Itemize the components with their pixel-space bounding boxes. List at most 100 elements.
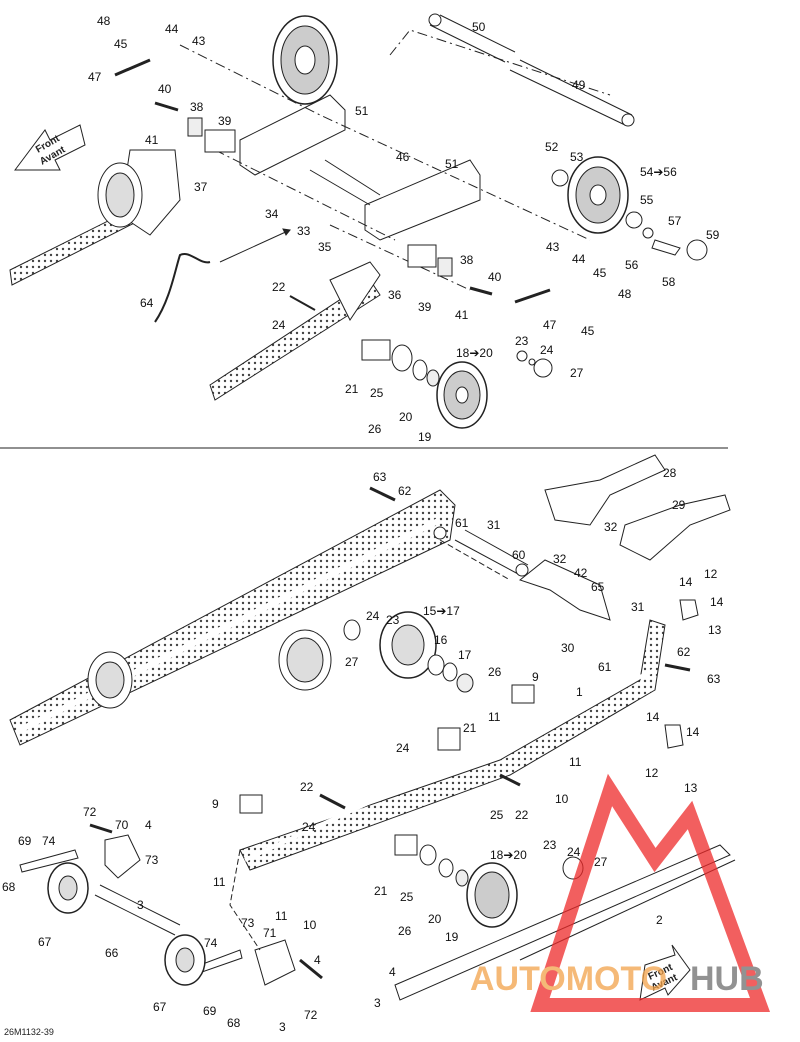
- front-arrow-bottom: Front Avant: [639, 944, 691, 1001]
- callout-d19: 19: [445, 930, 459, 944]
- callout-d60: 60: [512, 548, 526, 562]
- top-tube-33: [309, 159, 381, 206]
- svg-text:AUTOMOTO: AUTOMOTO: [470, 960, 667, 998]
- callout-c45a: 45: [114, 37, 128, 51]
- top-center-bracket: [364, 159, 481, 241]
- callout-d69b: 69: [203, 1004, 217, 1018]
- callout-c48a: 48: [97, 14, 111, 28]
- arm-74: [19, 849, 79, 873]
- bracket-29: [619, 494, 731, 561]
- callout-c21a: 21: [345, 382, 359, 396]
- callout-c41b: 41: [455, 308, 469, 322]
- shaft-66: [94, 884, 181, 936]
- callout-c22a: 22: [272, 280, 286, 294]
- block-36: [407, 244, 437, 268]
- bottom-mid-wheel: [278, 629, 332, 691]
- callout-d62b: 62: [677, 645, 691, 659]
- callout-c44b: 44: [572, 252, 586, 266]
- callout-c18a: 18➔20: [456, 346, 493, 360]
- callout-c59: 59: [706, 228, 720, 242]
- callout-c45b: 45: [593, 266, 607, 280]
- watermark-triangle: [530, 773, 771, 1012]
- callout-d11b: 11: [569, 755, 582, 769]
- bracket-71: [254, 939, 296, 986]
- callout-c25a: 25: [370, 386, 384, 400]
- callout-d21b: 21: [374, 884, 388, 898]
- callout-c40a: 40: [158, 82, 172, 96]
- callout-c46: 46: [396, 150, 410, 164]
- callout-c53: 53: [570, 150, 584, 164]
- callout-d62a: 62: [398, 484, 412, 498]
- callout-d14c: 14: [646, 710, 660, 724]
- callout-c26a: 26: [368, 422, 382, 436]
- callout-d65: 65: [591, 580, 605, 594]
- wheel-67-a: [47, 862, 89, 914]
- callout-d72b: 72: [304, 1008, 318, 1022]
- callout-d24d: 24: [567, 845, 581, 859]
- crossbar-30: [518, 559, 611, 621]
- figure-code: 26M1132-39: [4, 1027, 54, 1037]
- callout-c38a: 38: [190, 100, 204, 114]
- callout-d32a: 32: [604, 520, 618, 534]
- callout-c51b: 51: [445, 157, 459, 171]
- callout-d32b: 32: [553, 552, 567, 566]
- callout-d25a: 25: [490, 808, 504, 822]
- callout-d22b: 22: [300, 780, 314, 794]
- callout-d73a: 73: [145, 853, 159, 867]
- top-right-wheel: [567, 156, 629, 234]
- callout-c19a: 19: [418, 430, 432, 444]
- callout-d12a: 12: [704, 567, 718, 581]
- top-left-wheel: [97, 162, 143, 228]
- callout-d63a: 63: [373, 470, 387, 484]
- callout-c38b: 38: [460, 253, 474, 267]
- callout-d22a: 22: [515, 808, 529, 822]
- callout-d24a: 24: [366, 609, 380, 623]
- callout-c43b: 43: [546, 240, 560, 254]
- callout-d4b: 4: [314, 953, 321, 967]
- callout-c41a: 41: [145, 133, 159, 147]
- top-bottom-wheel: [436, 361, 488, 429]
- callout-d61b: 61: [598, 660, 612, 674]
- callout-d42: 42: [574, 566, 588, 580]
- callout-d11d: 11: [275, 909, 288, 923]
- callout-d70: 70: [115, 818, 129, 832]
- callout-d16: 16: [434, 633, 448, 647]
- wheel-18-20: [466, 862, 518, 928]
- callout-d61a: 61: [455, 516, 469, 530]
- callout-c23a: 23: [515, 334, 529, 348]
- bracket-28: [544, 454, 666, 526]
- callout-d24b: 24: [396, 741, 410, 755]
- callout-d25b: 25: [400, 890, 414, 904]
- callout-c40b: 40: [488, 270, 502, 284]
- svg-text:HUB: HUB: [690, 960, 764, 998]
- callout-c24b: 24: [540, 343, 554, 357]
- callout-d3c: 3: [374, 996, 381, 1010]
- callout-c20a: 20: [399, 410, 413, 424]
- callout-d27a: 27: [345, 655, 359, 669]
- callout-d63b: 63: [707, 672, 721, 686]
- bottom-left-wheel: [87, 651, 133, 709]
- bracket-70: [104, 834, 141, 879]
- front-arrow-top: Front Avant: [14, 124, 86, 171]
- wheel-67-b: [164, 934, 206, 986]
- callout-d10a: 10: [555, 792, 569, 806]
- callout-d68a: 68: [2, 880, 16, 894]
- callout-d30: 30: [561, 641, 575, 655]
- callout-c33: 33: [297, 224, 311, 238]
- callout-d26b: 26: [398, 924, 412, 938]
- callout-c48b: 48: [618, 287, 632, 301]
- callout-c55: 55: [640, 193, 654, 207]
- callout-c47a: 47: [88, 70, 102, 84]
- callout-c39b: 39: [418, 300, 432, 314]
- callout-d23b: 23: [543, 838, 557, 852]
- callout-d9a: 9: [532, 670, 539, 684]
- top-assembly: [9, 13, 708, 429]
- callout-d4a: 4: [145, 818, 152, 832]
- top-mid-rail: [209, 279, 381, 401]
- callout-c57: 57: [668, 214, 682, 228]
- callout-d18: 18➔20: [490, 848, 527, 862]
- callout-d68b: 68: [227, 1016, 241, 1030]
- top-shaft-49: [509, 59, 633, 126]
